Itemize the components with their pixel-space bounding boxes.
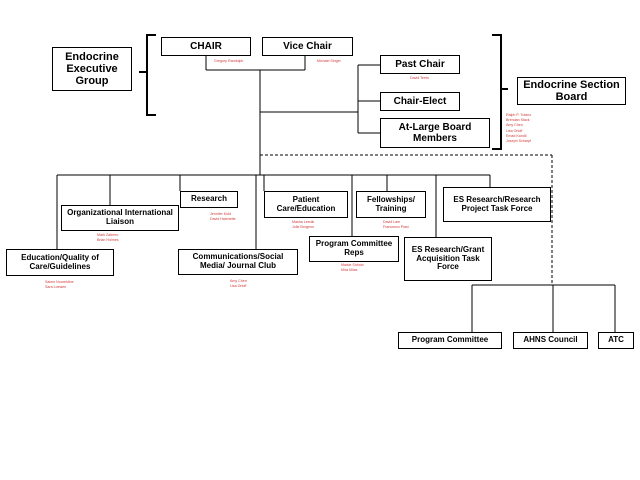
vice-chair-names: Michael Singer [317,59,341,64]
name-text: Mira Milas [341,268,358,273]
patient-care-names: Masha Lesnik Jolie Borgeon [292,220,314,230]
name-text: Sara Loewen [45,285,67,290]
name-text: Brendan Stack [506,118,530,123]
fellowships-training-box: Fellowships/ Training [356,191,426,218]
chair-names: Gregory Randolph [214,59,243,64]
at-large-board-box: At-Large Board Members [380,118,490,148]
vice-chair-box: Vice Chair [262,37,353,56]
name-text: Maisie Shindo [341,263,364,267]
endocrine-executive-group: Endocrine Executive Group [52,47,132,91]
name-text: Amy Chen [506,123,523,128]
program-reps-names: Maisie Shindo Mira Milas [341,263,364,273]
past-chair-names: David Terris [410,76,429,81]
research-box: Research [180,191,238,208]
name-text: Jennifer Kidd [210,212,231,216]
name-text: Brian Holmes [97,238,119,243]
right-bracket-tick [500,88,508,90]
name-text: Ralph P. Tufano [506,113,532,117]
right-bracket [492,34,502,150]
education-quality-names: Salem Noureldine Sara Loewen [45,280,74,290]
organizational-liaison-box: Organizational International Liaison [61,205,179,231]
ahns-council-box: AHNS Council [513,332,588,349]
name-text: David Terris [410,76,429,80]
name-text: Mark Zafereo [97,233,119,237]
org-liaison-names: Mark Zafereo Brian Holmes [97,233,119,243]
education-quality-care-box: Education/Quality of Care/Guidelines [6,249,114,276]
name-text: Salem Noureldine [45,280,74,284]
name-text: David Lam [383,220,401,224]
name-text: David Hatchette [210,217,236,222]
name-text: Michael Singer [317,59,341,63]
fellowships-names: David Lam Francesco Piasi [383,220,409,230]
communications-names: Amy Chen Lisa Orloff [230,279,247,289]
section-board-names: Ralph P. Tufano Brendan Stack Amy Chen L… [506,113,531,144]
name-text: Jolie Borgeon [292,225,314,230]
es-research-project-task-force-box: ES Research/Research Project Task Force [443,187,551,222]
program-committee-reps-box: Program Committee Reps [309,236,399,262]
endocrine-section-board: Endocrine Section Board [517,77,626,105]
name-text: Lisa Orloff [230,284,247,289]
name-text: Amy Chen [230,279,247,283]
left-bracket-tick [139,71,147,73]
name-text: Francesco Piasi [383,225,409,230]
name-text: Gregory Randolph [214,59,244,63]
name-text: Joseph Scharpf [506,139,531,144]
left-bracket [146,34,156,116]
atc-box: ATC [598,332,634,349]
name-text: Lisa Orloff [506,128,523,133]
past-chair-box: Past Chair [380,55,460,74]
name-text: Emad Kandil [506,133,527,138]
chair-box: CHAIR [161,37,251,56]
patient-care-education-box: Patient Care/Education [264,191,348,218]
name-text: Masha Lesnik [292,220,315,224]
chair-elect-box: Chair-Elect [380,92,460,111]
program-committee-box: Program Committee [398,332,502,349]
research-names: Jennifer Kidd David Hatchette [210,212,236,222]
es-research-grant-task-force-box: ES Research/Grant Acquisition Task Force [404,237,492,281]
communications-social-media-box: Communications/Social Media/ Journal Clu… [178,249,298,275]
